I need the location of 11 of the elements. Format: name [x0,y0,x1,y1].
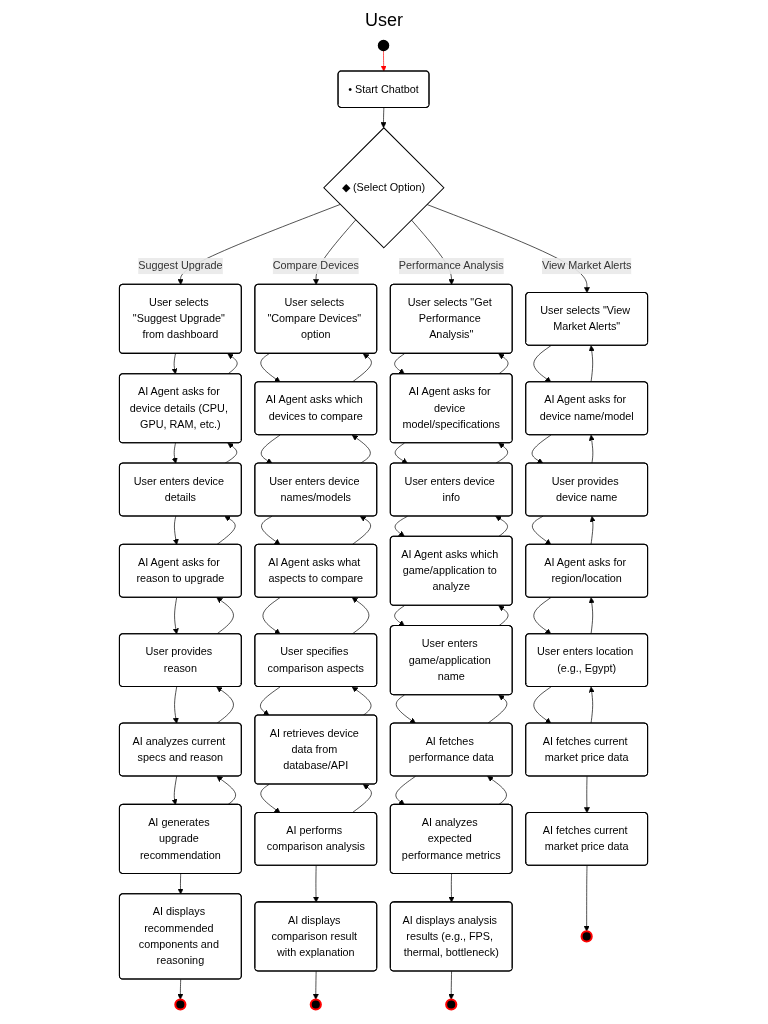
node-circle [581,930,594,943]
node-circle [310,998,323,1011]
node-circle [445,998,458,1011]
edge-label: Compare Devices [273,259,360,272]
edge-label: View Market Alerts [542,259,632,272]
node-circle [378,39,390,52]
edge-label: Performance Analysis [399,259,505,272]
node-diamond: ◆ (Select Option) [323,127,446,249]
node-circle [174,998,187,1011]
edge-label: Suggest Upgrade [138,259,224,272]
diagram-title: User [364,10,404,31]
